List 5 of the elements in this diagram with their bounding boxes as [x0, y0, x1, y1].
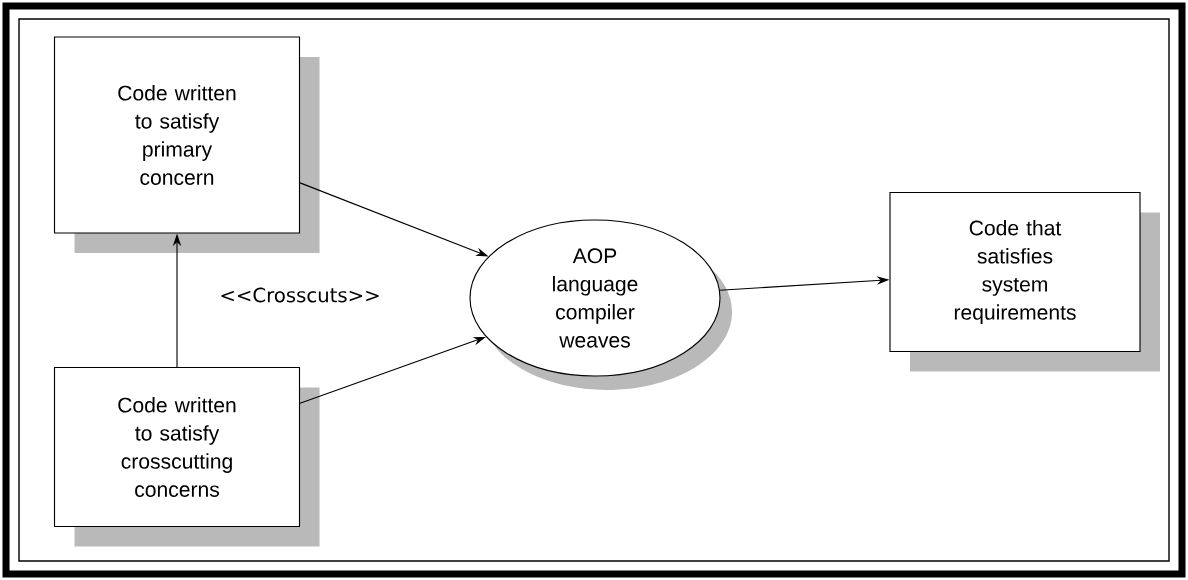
process-box: Code that satisfies system requirements [889, 191, 1160, 372]
process-box: Code written to satisfy crosscutting concerns [53, 366, 320, 547]
edge-label: <<Crosscuts>> [218, 286, 382, 304]
ellipse-node: AOP language compiler weaves [469, 219, 732, 390]
process-box: Code written to satisfy primary concern [53, 36, 320, 253]
